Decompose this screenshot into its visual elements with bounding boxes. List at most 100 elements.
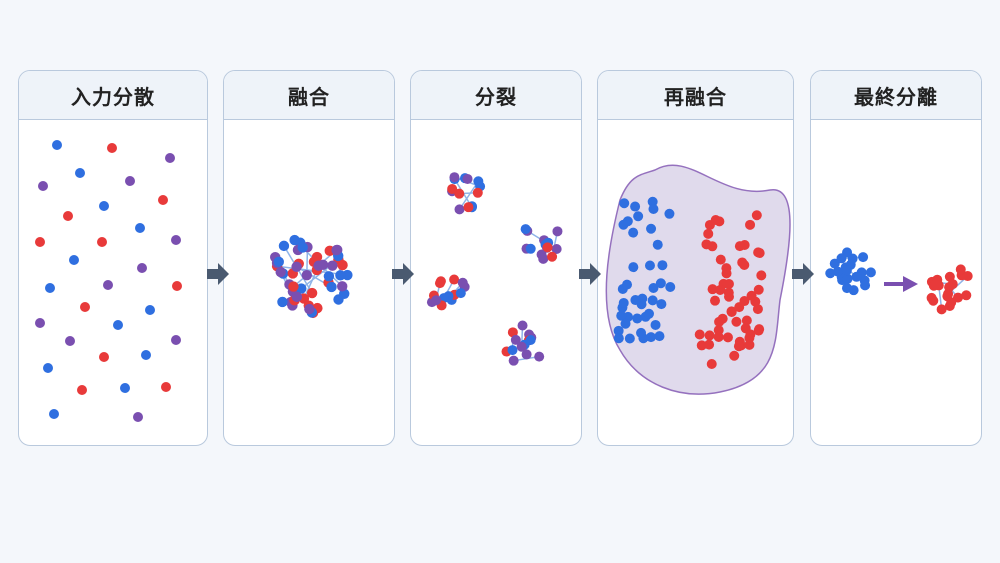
particle-dot [331, 244, 342, 256]
particle-dot [273, 256, 284, 268]
particle-dot [431, 295, 442, 306]
particle-dot [654, 331, 665, 342]
particle-dot [80, 302, 90, 312]
stage-title: 入力分散 [19, 71, 207, 120]
particle-dot [630, 201, 641, 212]
particle-dot [745, 329, 756, 340]
particle-dot [962, 271, 973, 282]
particle-dot [547, 251, 558, 262]
particle-dot [165, 153, 175, 163]
particle-dot [955, 264, 966, 275]
particle-dot [753, 284, 764, 295]
particle-dot [520, 224, 531, 235]
particle-dot [648, 283, 659, 294]
particle-dot [632, 313, 643, 324]
particle-dot [337, 281, 348, 292]
particle-dot [860, 280, 871, 291]
particle-dot [507, 327, 518, 338]
particle-dot [754, 324, 765, 335]
particle-dot [733, 341, 744, 352]
particle-dot [327, 260, 338, 271]
particle-dot [657, 260, 668, 271]
particle-dot [620, 318, 631, 329]
particle-dot [648, 204, 659, 215]
particle-dot [337, 259, 348, 271]
particle-dot [734, 241, 745, 252]
particle-dot [542, 242, 553, 253]
particle-dot [435, 276, 446, 287]
particle-dot [323, 271, 335, 282]
particle-dot [306, 287, 318, 299]
particle-dot [135, 223, 145, 233]
particle-dot [113, 320, 123, 330]
particle-dot [729, 350, 740, 361]
particle-dot [463, 202, 474, 213]
particle-dot [704, 330, 715, 341]
particle-dot [836, 253, 847, 264]
particle-dot [291, 291, 303, 303]
stage-panel-fusion: 融合 [223, 70, 395, 446]
flow-arrow-icon [579, 263, 601, 285]
particle-dot [616, 310, 627, 321]
particle-dot [829, 258, 840, 269]
particle-dot [462, 173, 473, 184]
particle-dot [275, 266, 286, 278]
particle-dot [946, 297, 957, 308]
particle-dot [655, 278, 666, 289]
particle-dot [525, 243, 536, 254]
particle-dot [65, 336, 75, 346]
particle-dot [449, 274, 460, 285]
particle-dot [723, 278, 734, 289]
particle-dot [137, 263, 147, 273]
particle-dot [665, 282, 676, 293]
particle-dot [944, 282, 955, 293]
particle-dot [99, 201, 109, 211]
particle-dot [171, 335, 181, 345]
particle-dot [703, 228, 714, 239]
particle-dot [721, 268, 732, 279]
particle-dot [534, 351, 545, 362]
particle-dot [43, 363, 53, 373]
particle-dot [613, 325, 624, 336]
particle-dot [447, 183, 458, 194]
particle-dot [317, 259, 329, 271]
particle-dot [619, 198, 630, 209]
particle-dot [77, 385, 87, 395]
particle-dot [141, 350, 151, 360]
particle-dot [710, 295, 721, 306]
particle-dot [696, 340, 707, 351]
particle-dot [646, 223, 657, 234]
particle-dot [714, 316, 725, 327]
particle-dot [848, 285, 859, 296]
particle-dot [145, 305, 155, 315]
stage-title: 最終分離 [811, 71, 981, 120]
particle-dot [510, 334, 521, 345]
particle-dot [49, 409, 59, 419]
particle-dot [664, 208, 675, 219]
particle-dot [125, 176, 135, 186]
particle-dot [525, 335, 536, 346]
particle-dot [656, 299, 667, 310]
stage-panel-input-dispersion: 入力分散 [18, 70, 208, 446]
particle-dot [944, 271, 955, 282]
particles [35, 140, 973, 422]
particle-dot [746, 290, 757, 301]
particle-dot [454, 188, 465, 199]
particle-dot [731, 316, 742, 327]
particle-dot [297, 242, 308, 253]
particle-dot [842, 273, 853, 284]
particle-dot [296, 283, 307, 294]
particle-dot [613, 333, 624, 344]
particle-dot [739, 260, 750, 271]
particle-dot [52, 140, 62, 150]
particle-dot [723, 287, 734, 298]
particle-dot [326, 281, 337, 293]
particle-dot [650, 319, 661, 330]
particle-dot [508, 355, 519, 366]
particle-dot [628, 262, 639, 273]
particle-dot [333, 294, 344, 305]
particle-dot [277, 296, 288, 308]
particle-dot [825, 268, 836, 279]
final-arrow-icon [884, 276, 918, 292]
particle-dot [45, 283, 55, 293]
